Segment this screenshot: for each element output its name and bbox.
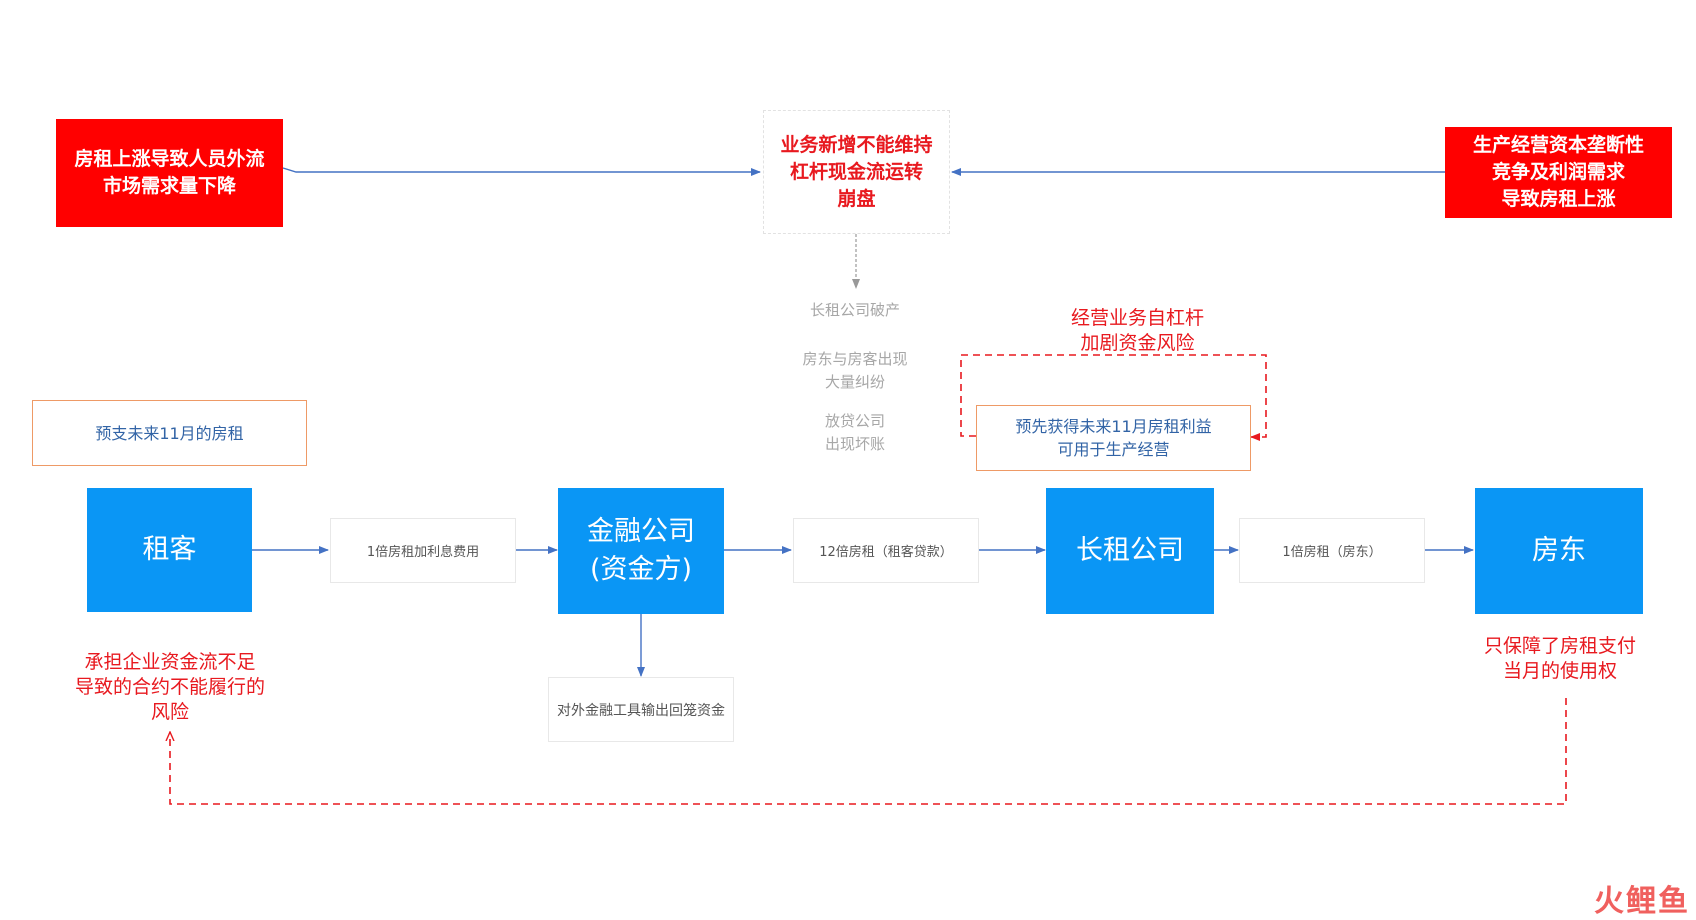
left-cause-box: 房租上涨导致人员外流 市场需求量下降 <box>56 119 283 227</box>
leverage-dashed-loop <box>960 354 1267 441</box>
consequence-bankruptcy: 长租公司破产 <box>809 300 900 319</box>
watermark-text: 火鲤鱼 <box>1594 884 1690 919</box>
finance-output-box: 对外金融工具输出回笼资金 <box>548 677 734 742</box>
link3-box: 1倍房租（房东） <box>1239 518 1425 583</box>
leverage-box: 预先获得未来11月房租利益 可用于生产经营 <box>976 405 1251 471</box>
link2-box: 12倍房租（租客贷款） <box>793 518 979 583</box>
risk-dashed-loop <box>170 698 1567 805</box>
leverage-title: 经营业务自杠杆 加剧资金风险 <box>1070 307 1204 354</box>
link1-box: 1倍房租加利息费用 <box>330 518 516 583</box>
tenant-risk-text: 承担企业资金流不足 导致的合约不能履行的 风险 <box>74 650 265 723</box>
consequence-disputes: 房东与房客出现 大量纠纷 <box>802 350 908 391</box>
arrow-left-cause-to-center <box>282 167 761 176</box>
watermark-logo: 火鲤鱼 <box>1530 878 1690 919</box>
landlord-box: 房东 <box>1475 488 1643 614</box>
prepay-note-box: 预支未来11月的房租 <box>32 400 307 466</box>
center-result-text: 业务新增不能维持 杠杆现金流运转 崩盘 <box>780 133 933 210</box>
center-result-box: 业务新增不能维持 杠杆现金流运转 崩盘 <box>763 110 950 234</box>
finance-company-box: 金融公司 (资金方) <box>558 488 724 614</box>
tenant-box: 租客 <box>87 488 252 612</box>
right-cause-box: 生产经营资本垄断性 竞争及利润需求 导致房租上涨 <box>1445 127 1672 218</box>
right-cause-text: 生产经营资本垄断性 竞争及利润需求 导致房租上涨 <box>1472 134 1644 210</box>
landlord-risk-text: 只保障了房租支付 当月的使用权 <box>1483 635 1636 682</box>
left-cause-text: 房租上涨导致人员外流 市场需求量下降 <box>74 148 265 197</box>
longrent-company-box: 长租公司 <box>1046 488 1214 614</box>
consequence-bad-debt: 放贷公司 出现坏账 <box>824 412 885 453</box>
